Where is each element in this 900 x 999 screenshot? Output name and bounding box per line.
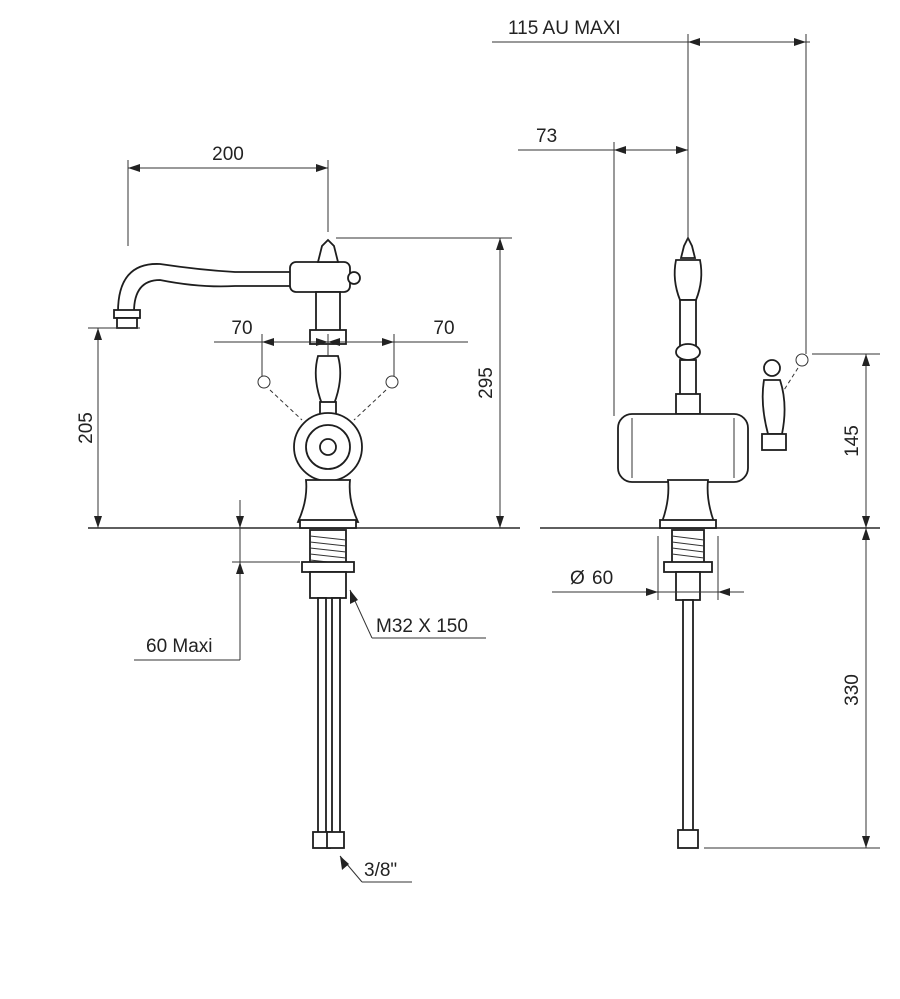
side-finial bbox=[679, 235, 697, 259]
side-mid-column bbox=[679, 359, 697, 397]
dim-295-arrow-top bbox=[496, 238, 504, 250]
dim-295-label: 295 bbox=[476, 367, 497, 399]
dim-60maxi-label: 60 Maxi bbox=[146, 636, 213, 657]
side-lever-handle bbox=[761, 379, 786, 435]
dim-diameter-arrow-left bbox=[646, 588, 658, 596]
dim-115-label: 115 AU MAXI bbox=[508, 18, 621, 39]
side-view: 115 AU MAXI 73 145 Ø 60 330 bbox=[492, 18, 880, 849]
dim-73-arrow-left bbox=[614, 146, 626, 154]
side-rotation-path bbox=[783, 367, 799, 391]
side-column-collar bbox=[675, 393, 701, 415]
dim-60maxi-arrow-top bbox=[236, 516, 244, 528]
side-lever-top bbox=[763, 359, 781, 377]
dim-70-right-label: 70 bbox=[433, 318, 454, 339]
dim-70-arrow-a bbox=[262, 338, 274, 346]
side-column-bead bbox=[675, 343, 701, 361]
dim-200-arrow-left bbox=[128, 164, 140, 172]
side-lock-nut bbox=[663, 561, 713, 573]
base-flange bbox=[299, 519, 357, 529]
base-body bbox=[296, 479, 360, 523]
hose-left bbox=[317, 597, 327, 835]
side-hose-nut bbox=[677, 829, 699, 849]
spout bbox=[117, 263, 299, 313]
lower-shank bbox=[309, 571, 347, 599]
cartridge-center bbox=[319, 438, 337, 456]
right-handle-position-icon bbox=[385, 375, 399, 389]
left-rotation-path bbox=[269, 389, 303, 421]
dim-205-label: 205 bbox=[76, 412, 97, 444]
dim-145-arrow-top bbox=[862, 354, 870, 366]
dim-205-arrow-bottom bbox=[94, 516, 102, 528]
diameter-symbol: Ø bbox=[570, 568, 585, 589]
dim-115-arrow-left bbox=[688, 38, 700, 46]
dim-60maxi-arrow-bottom bbox=[236, 562, 244, 574]
hose-right bbox=[331, 597, 341, 835]
dim-330-arrow-top bbox=[862, 528, 870, 540]
side-base-flange bbox=[659, 519, 717, 529]
dim-70-left-label: 70 bbox=[231, 318, 252, 339]
connection-label: 3/8" bbox=[364, 860, 397, 881]
lock-nut bbox=[301, 561, 355, 573]
side-lower-shank bbox=[675, 571, 701, 601]
dim-73-arrow-right bbox=[676, 146, 688, 154]
top-finial bbox=[316, 238, 340, 263]
side-handle-position-icon bbox=[795, 353, 809, 367]
dim-330-label: 330 bbox=[842, 674, 863, 706]
dim-205-arrow-top bbox=[94, 328, 102, 340]
side-horizontal-body bbox=[617, 413, 749, 483]
lever-handle bbox=[314, 355, 342, 405]
dim-145-label: 145 bbox=[842, 425, 863, 457]
side-upper-column bbox=[679, 299, 697, 347]
side-top-handle bbox=[673, 259, 703, 301]
front-view: 200 70 70 205 295 60 Maxi bbox=[76, 144, 520, 883]
dim-200-arrow-right bbox=[316, 164, 328, 172]
left-handle-position-icon bbox=[257, 375, 271, 389]
dim-73-label: 73 bbox=[536, 126, 557, 147]
threaded-shank bbox=[309, 529, 347, 567]
thread-label: M32 X 150 bbox=[376, 616, 468, 637]
side-knob bbox=[347, 271, 361, 285]
top-body bbox=[289, 261, 351, 293]
right-rotation-path bbox=[353, 389, 387, 421]
dim-295-arrow-bottom bbox=[496, 516, 504, 528]
dim-70-arrow-d bbox=[382, 338, 394, 346]
spout-tip bbox=[116, 317, 138, 329]
side-hose bbox=[682, 599, 694, 833]
connection-leader-arrow bbox=[340, 856, 349, 870]
dim-200-label: 200 bbox=[212, 144, 244, 165]
spout-aerator bbox=[113, 309, 141, 319]
dim-330-arrow-bottom bbox=[862, 836, 870, 848]
dim-70-arrow-b bbox=[316, 338, 328, 346]
dim-diameter-label: 60 bbox=[592, 568, 613, 589]
upper-column bbox=[315, 291, 341, 333]
side-threaded-shank bbox=[671, 529, 705, 565]
dim-diameter-arrow-right bbox=[718, 588, 730, 596]
side-lever-base bbox=[761, 433, 787, 451]
dim-145-arrow-bottom bbox=[862, 516, 870, 528]
dim-70-arrow-c bbox=[328, 338, 340, 346]
side-base-body bbox=[660, 479, 716, 523]
dim-115-arrow-right bbox=[794, 38, 806, 46]
thread-leader-arrow bbox=[350, 590, 358, 604]
hose-nut-right bbox=[326, 831, 345, 849]
side-thread-lines bbox=[671, 535, 705, 559]
